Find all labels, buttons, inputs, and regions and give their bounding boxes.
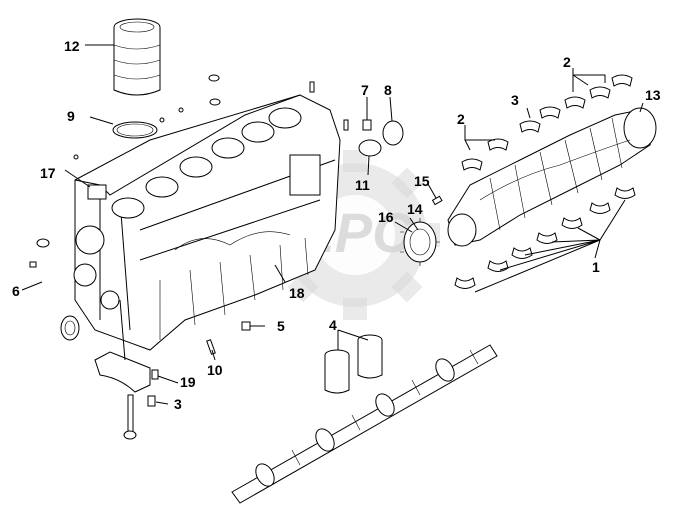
camshaft [231,344,498,504]
callout-14: 13 [645,87,661,103]
cover-plate [382,120,404,146]
callout-2-upper-right: 2 [563,54,571,70]
callout-15: 14 [407,201,423,217]
front-seal [60,315,80,341]
woodruff-key [431,195,443,206]
callout-12: 11 [355,177,370,193]
leader-lines [21,44,644,405]
pin [206,339,216,355]
bolt [241,321,251,331]
callout-9: 8 [384,82,392,98]
callout-13: 12 [64,38,80,54]
plug-left [36,238,50,248]
callout-3: 3 [511,92,519,108]
main-bearing-shells-upper [461,74,633,171]
callout-8: 7 [361,82,369,98]
cap-bolt [123,394,137,440]
cylinder-liner [113,18,161,96]
gasket [358,139,382,157]
block-studs [73,74,349,160]
callout-4: 3 [174,396,182,412]
callout-6: 5 [277,318,285,334]
engine-block [73,94,341,351]
bearing-cap [94,351,151,393]
callout-20: 19 [180,374,196,390]
o-ring [112,121,158,139]
plug [362,119,372,131]
callout-7: 6 [12,283,20,299]
tappets [324,334,383,394]
callout-2-left: 2 [457,111,465,127]
callout-5: 4 [329,317,337,333]
callout-10: 9 [67,108,75,124]
callout-17: 16 [378,209,394,225]
callout-1: 1 [592,259,600,275]
callout-16: 15 [414,173,430,189]
small-bolt [147,395,156,407]
callout-11: 10 [207,362,223,378]
dowel-pin [151,369,159,380]
crankshaft [447,107,657,247]
callout-18: 17 [40,165,56,181]
callout-19: 18 [289,285,305,301]
callout-labels: 12 9 17 7 8 11 15 14 16 18 6 5 10 19 3 4… [12,38,661,412]
